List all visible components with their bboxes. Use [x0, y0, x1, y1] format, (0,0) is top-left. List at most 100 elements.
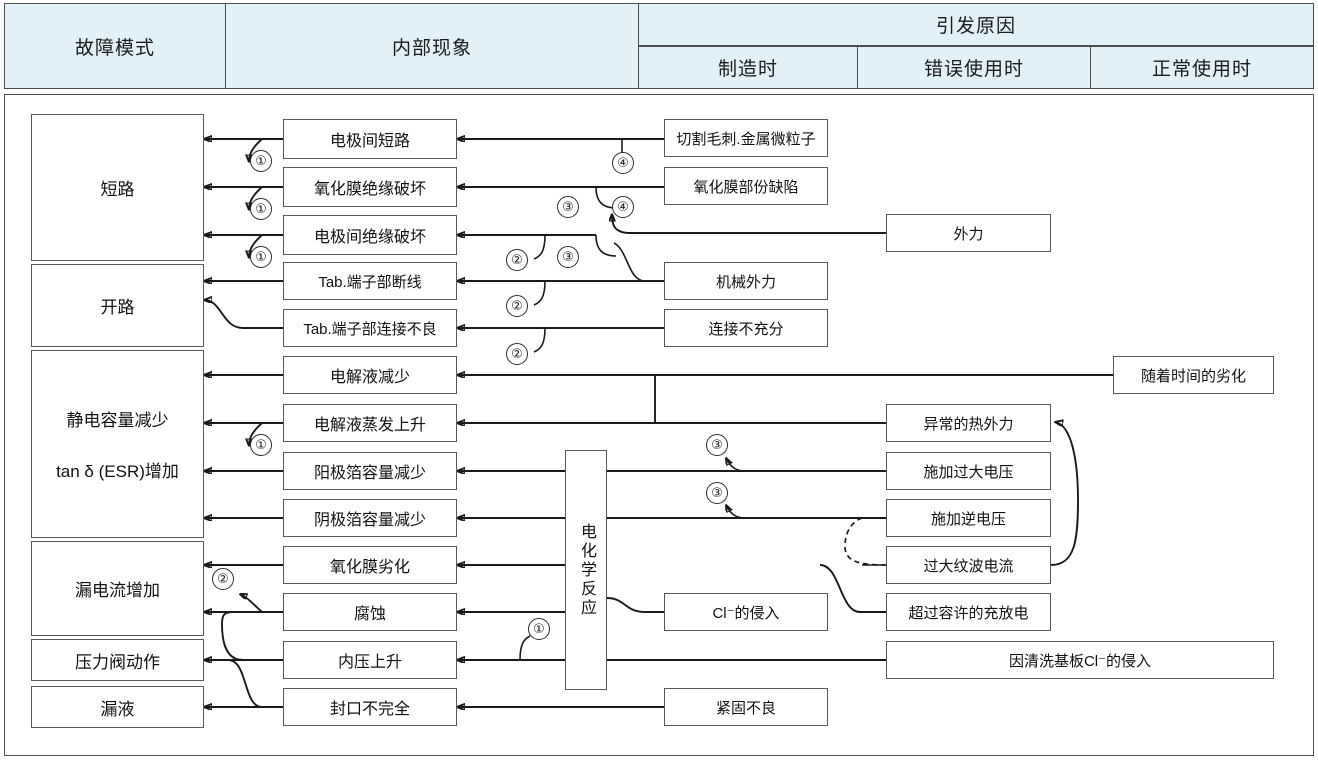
internal-label: 电极间短路: [329, 133, 410, 150]
marker-4: ②: [506, 249, 528, 271]
cause-label: 异常的热外力: [923, 415, 1014, 433]
internal-label: 内压上升: [337, 654, 402, 671]
electrochemical-reaction-box[interactable]: 电化学反应: [565, 450, 607, 690]
marker-label: ②: [217, 571, 229, 586]
internal-box-internal-pressure-rise[interactable]: 内压上升: [283, 641, 457, 679]
marker-7: ③: [557, 196, 579, 218]
internal-label: Tab.端子部断线: [318, 273, 422, 291]
cause-label: 因清洗基板Cl⁻的侵入: [1008, 652, 1152, 670]
failure-mode-label: 漏电流增加: [75, 581, 160, 600]
marker-label: ②: [511, 346, 523, 361]
internal-label: 阴极箔容量减少: [313, 512, 426, 529]
header-failure-mode: 故障模式: [4, 3, 226, 89]
internal-label: 腐蚀: [353, 606, 386, 623]
marker-5: ②: [506, 295, 528, 317]
failure-mode-box-leakage-current[interactable]: 漏电流增加: [31, 541, 204, 636]
failure-mode-label: 压力阀动作: [75, 652, 160, 672]
marker-label: ③: [711, 437, 723, 452]
cause-box-excessive-ripple-current[interactable]: 过大纹波电流: [886, 546, 1051, 584]
marker-label: ④: [617, 155, 629, 170]
marker-label: ③: [562, 199, 574, 214]
header-cause-normal-label: 正常使用时: [1151, 59, 1252, 80]
cause-box-overvoltage-applied[interactable]: 施加过大电压: [886, 452, 1051, 490]
cause-label: 施加过大电压: [923, 463, 1014, 481]
header-cause-manufacturing: 制造时: [638, 46, 858, 89]
internal-box-oxide-insulation-breakdown[interactable]: 氧化膜绝缘破坏: [283, 167, 457, 207]
internal-box-anode-foil-capacity-drop[interactable]: 阳极箔容量减少: [283, 452, 457, 490]
failure-mode-label-line2: tan δ (ESR)增加: [56, 462, 179, 481]
cause-label: 随着时间的劣化: [1140, 367, 1246, 385]
cause-box-aging-over-time[interactable]: 随着时间的劣化: [1113, 356, 1274, 394]
cause-box-chloride-ingress-from-pcb-cleaning[interactable]: 因清洗基板Cl⁻的侵入: [886, 641, 1274, 679]
internal-label: Tab.端子部连接不良: [303, 320, 437, 338]
marker-12: ①: [250, 434, 272, 456]
cause-label: 机械外力: [715, 273, 776, 291]
cause-box-mechanical-external-force[interactable]: 机械外力: [664, 262, 828, 300]
marker-15: ③: [706, 482, 728, 504]
internal-label: 电极间绝缘破坏: [313, 229, 426, 246]
marker-6: ②: [506, 343, 528, 365]
marker-16: ①: [528, 618, 550, 640]
cause-label: 连接不充分: [708, 320, 784, 338]
header-internal-phenomena-label: 内部现象: [391, 37, 472, 59]
internal-box-cathode-foil-capacity-drop[interactable]: 阴极箔容量减少: [283, 499, 457, 537]
marker-10: ④: [612, 196, 634, 218]
internal-label: 封口不完全: [329, 701, 410, 718]
cause-box-cutting-burr-metal-particles[interactable]: 切割毛刺.金属微粒子: [664, 119, 828, 157]
internal-label: 氧化膜劣化: [329, 559, 410, 576]
cause-box-abnormal-thermal-force[interactable]: 异常的热外力: [886, 404, 1051, 442]
internal-label: 氧化膜绝缘破坏: [313, 181, 426, 198]
failure-mode-label: 开路: [100, 298, 135, 317]
cause-label: 切割毛刺.金属微粒子: [676, 130, 816, 148]
header-cause-misuse: 错误使用时: [857, 46, 1091, 89]
header-cause-normal: 正常使用时: [1090, 46, 1314, 89]
marker-14: ③: [706, 434, 728, 456]
marker-label: ①: [255, 249, 267, 264]
header-cause-misuse-label: 错误使用时: [923, 59, 1024, 80]
cause-box-oxide-partial-defect[interactable]: 氧化膜部份缺陷: [664, 167, 828, 205]
failure-mode-box-capacitance-drop[interactable]: 静电容量减少 tan δ (ESR)增加: [31, 350, 204, 538]
internal-box-corrosion[interactable]: 腐蚀: [283, 593, 457, 631]
failure-mode-label-line1: 静电容量减少: [66, 411, 169, 430]
failure-mode-box-pressure-valve[interactable]: 压力阀动作: [31, 639, 204, 681]
marker-label: ①: [255, 153, 267, 168]
internal-box-electrode-short[interactable]: 电极间短路: [283, 119, 457, 159]
internal-label: 电解液减少: [329, 369, 410, 386]
marker-1: ①: [250, 150, 272, 172]
header-failure-mode-label: 故障模式: [74, 37, 155, 59]
cause-box-external-force[interactable]: 外力: [886, 214, 1051, 252]
internal-label: 电解液蒸发上升: [313, 417, 426, 434]
marker-2: ①: [250, 198, 272, 220]
cause-box-poor-fastening[interactable]: 紧固不良: [664, 688, 828, 726]
electrochemical-reaction-label: 电化学反应: [578, 522, 595, 618]
marker-11: ②: [212, 568, 234, 590]
marker-label: ②: [511, 298, 523, 313]
internal-box-electrolyte-evaporation[interactable]: 电解液蒸发上升: [283, 404, 457, 442]
header-internal-phenomena: 内部现象: [225, 3, 639, 89]
internal-box-tab-break[interactable]: Tab.端子部断线: [283, 262, 457, 300]
internal-box-electrolyte-decrease[interactable]: 电解液减少: [283, 356, 457, 394]
marker-8: ③: [557, 246, 579, 268]
internal-box-incomplete-seal[interactable]: 封口不完全: [283, 688, 457, 726]
internal-box-electrode-insulation-breakdown[interactable]: 电极间绝缘破坏: [283, 215, 457, 255]
failure-mode-box-liquid-leak[interactable]: 漏液: [31, 686, 204, 728]
header-cause-group-label: 引发原因: [935, 16, 1016, 37]
header-cause-group: 引发原因: [638, 3, 1314, 46]
failure-mode-box-short-circuit[interactable]: 短路: [31, 114, 204, 261]
internal-box-tab-poor-connection[interactable]: Tab.端子部连接不良: [283, 309, 457, 347]
marker-label: ④: [617, 199, 629, 214]
internal-box-oxide-degradation[interactable]: 氧化膜劣化: [283, 546, 457, 584]
marker-label: ③: [562, 249, 574, 264]
marker-label: ②: [511, 252, 523, 267]
cause-box-insufficient-connection[interactable]: 连接不充分: [664, 309, 828, 347]
marker-label: ①: [255, 201, 267, 216]
cause-box-reverse-voltage-applied[interactable]: 施加逆电压: [886, 499, 1051, 537]
cause-label: 氧化膜部份缺陷: [693, 178, 799, 196]
marker-9: ④: [612, 152, 634, 174]
cause-box-excessive-charge-discharge[interactable]: 超过容许的充放电: [886, 593, 1051, 631]
cause-label: 超过容许的充放电: [908, 604, 1029, 622]
cause-box-chloride-ingress[interactable]: Cl⁻的侵入: [664, 593, 828, 631]
cause-label: 施加逆电压: [930, 510, 1006, 528]
failure-mode-box-open-circuit[interactable]: 开路: [31, 264, 204, 347]
marker-label: ①: [255, 437, 267, 452]
